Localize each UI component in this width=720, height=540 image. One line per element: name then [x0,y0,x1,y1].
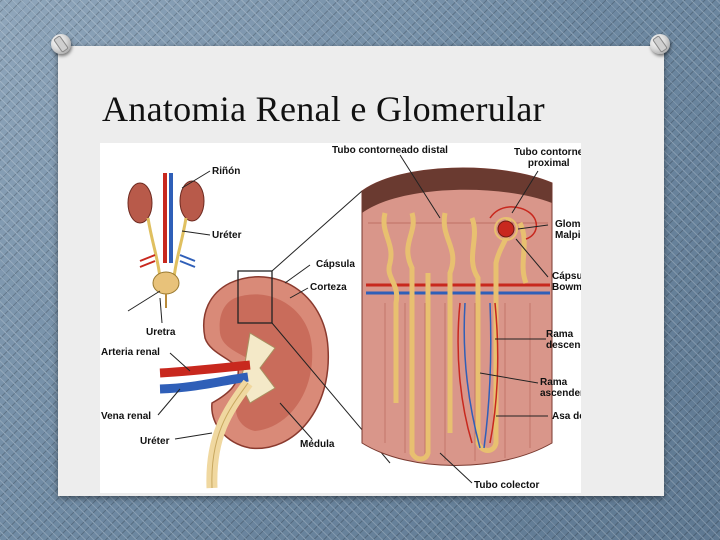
label-rinon: Riñón [212,166,240,177]
label-rama-descendente: Rama descendente [546,329,581,351]
label-rama-ascendente: Rama ascendente [540,377,581,399]
kidney-nephron-illustration: Tubo contorneado distal Tubo contorneado… [100,143,581,493]
label-uretra: Uretra [146,327,175,338]
label-corteza: Corteza [310,282,347,293]
pushpin-left-icon [51,34,71,54]
label-capsula-de-bowman: Cápsula de Bowman [552,271,581,293]
label-asa-de-henle: Asa de Henle [552,411,581,422]
label-ureter-bottom: Uréter [140,436,169,447]
label-tubo-colector: Tubo colector [474,480,539,491]
nephron-detail-block [362,168,552,465]
label-arteria-renal: Arteria renal [101,347,160,358]
kidney-cross-section [160,271,328,488]
label-glomerulo-de-malpighi: Glomérulo de Malpighi [555,219,581,241]
label-ureter-top: Uréter [212,230,241,241]
label-tubo-contorneado-distal: Tubo contorneado distal [332,145,448,156]
label-medula: Médula [300,439,334,450]
label-capsula: Cápsula [316,259,355,270]
pushpin-right-icon [650,34,670,54]
urinary-system-drawing [128,173,204,308]
slide-title: Anatomia Renal e Glomerular [102,88,545,130]
label-tubo-contorneado-proximal: Tubo contorneado proximal [514,147,581,169]
label-vena-renal: Vena renal [101,411,151,422]
illustration-svg [100,143,581,493]
